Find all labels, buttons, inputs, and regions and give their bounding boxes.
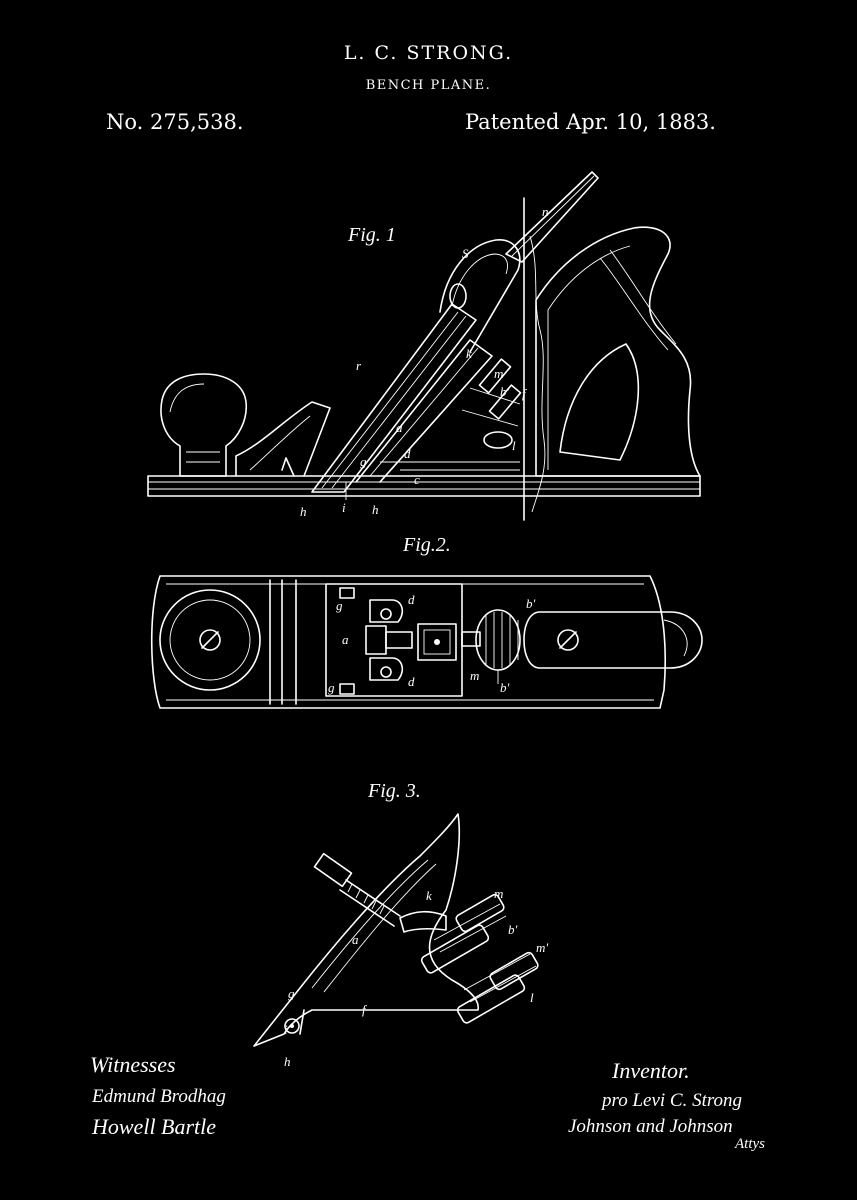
witnesses-label: Witnesses — [90, 1052, 176, 1077]
witness-signature-2: Howell Bartle — [92, 1114, 217, 1139]
fig3-adjust-screw — [313, 852, 401, 927]
svg-text:r: r — [356, 358, 362, 373]
fig1-label: Fig. 1 — [348, 224, 396, 246]
svg-text:k: k — [426, 888, 432, 903]
svg-text:i: i — [342, 500, 346, 515]
inventor-name: L. C. STRONG. — [343, 42, 514, 64]
fig2-body-outline — [150, 575, 667, 709]
svg-text:b': b' — [500, 680, 510, 695]
svg-text:m': m' — [536, 940, 548, 955]
svg-text:m: m — [470, 668, 479, 683]
svg-text:a: a — [352, 932, 359, 947]
svg-text:d: d — [404, 446, 411, 461]
svg-text:b': b' — [526, 596, 536, 611]
fig1-adjust-screws — [461, 358, 522, 449]
fig3-label: Fig. 3. — [368, 780, 421, 802]
svg-text:f: f — [362, 1002, 368, 1017]
patent-number: No. 275,538. — [106, 110, 244, 134]
svg-text:a: a — [396, 420, 403, 435]
fig1-front-knob — [160, 373, 248, 477]
fig3-drawing: k m b' m' a l g f i h — [253, 813, 548, 1069]
fig2-label: Fig.2. — [403, 534, 451, 556]
fig3-knurled-nuts — [420, 893, 539, 1024]
patent-title: BENCH PLANE. — [365, 78, 492, 93]
fig1-plane-iron — [311, 303, 477, 493]
svg-text:n: n — [542, 204, 549, 219]
svg-text:h: h — [284, 1054, 291, 1069]
svg-text:h: h — [372, 502, 379, 517]
inventor-signature: pro Levi C. Strong — [602, 1090, 743, 1111]
svg-text:c: c — [414, 472, 420, 487]
svg-text:k: k — [466, 346, 472, 361]
svg-text:m: m — [494, 366, 503, 381]
attorney-signature: Johnson and Johnson — [568, 1116, 733, 1137]
fig1-rear-handle — [535, 226, 701, 477]
svg-text:l: l — [530, 990, 534, 1005]
svg-text:g: g — [288, 986, 295, 1001]
inventor-label: Inventor. — [612, 1058, 690, 1083]
svg-text:m: m — [494, 886, 503, 901]
fig2-drawing: g d a b' d g m b' — [150, 575, 703, 709]
svg-text:g: g — [328, 680, 335, 695]
svg-text:b': b' — [500, 384, 510, 399]
screw-icon — [557, 629, 579, 651]
screw-icon — [199, 629, 221, 651]
svg-text:S: S — [462, 246, 469, 261]
fig2-knurled-wheel — [475, 609, 521, 671]
fig2-rear-handle — [523, 611, 703, 669]
svg-text:d: d — [408, 674, 415, 689]
svg-text:g: g — [360, 454, 367, 469]
svg-text:d: d — [408, 592, 415, 607]
svg-text:a: a — [342, 632, 349, 647]
fig1-sole — [147, 475, 701, 497]
svg-text:l: l — [512, 438, 516, 453]
fig3-frog — [253, 813, 479, 1047]
fig1-drawing: S n r k m b' f a d l g c h i h — [147, 171, 701, 521]
svg-text:h: h — [300, 504, 307, 519]
attorney-abbreviation: Attys — [735, 1136, 765, 1152]
svg-text:g: g — [336, 598, 343, 613]
patent-date: Patented Apr. 10, 1883. — [465, 110, 716, 134]
svg-text:i: i — [284, 1022, 288, 1037]
svg-text:f: f — [522, 386, 528, 401]
witness-signature-1: Edmund Brodhag — [92, 1086, 226, 1107]
fig1-blade — [505, 171, 599, 263]
fig2-adjust-block — [417, 623, 457, 661]
fig2-front-knob — [159, 589, 261, 691]
svg-text:b': b' — [508, 922, 518, 937]
